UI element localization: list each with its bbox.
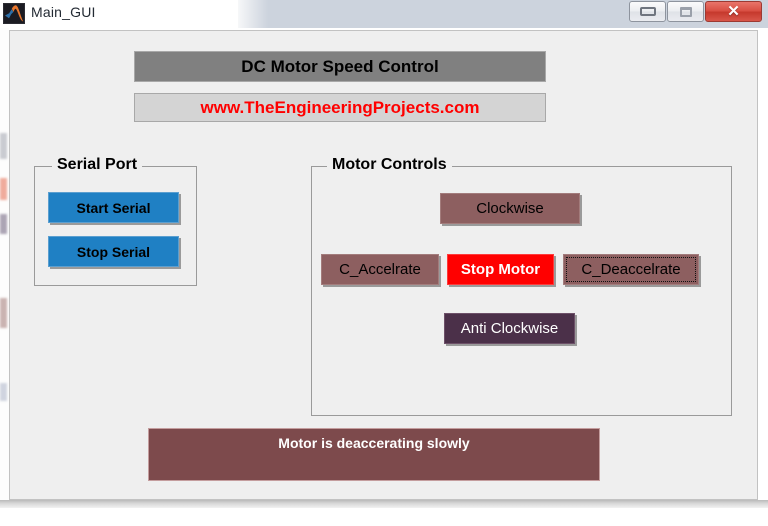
edge-artifact [0, 298, 7, 328]
minimize-icon [640, 7, 656, 16]
clockwise-button[interactable]: Clockwise [440, 193, 580, 224]
edge-artifact [0, 383, 7, 401]
motor-controls-panel-title: Motor Controls [327, 156, 452, 174]
stop-motor-label: Stop Motor [460, 261, 541, 278]
close-button[interactable]: ✕ [705, 1, 762, 22]
title-bar: Main_GUI ✕ [0, 0, 768, 28]
deaccelerate-button[interactable]: C_Deaccelrate [563, 254, 699, 285]
stop-serial-button[interactable]: Stop Serial [48, 236, 179, 267]
deaccelerate-label: C_Deaccelrate [581, 261, 681, 278]
window-bottom-strip [0, 508, 768, 526]
stop-motor-button[interactable]: Stop Motor [447, 254, 554, 285]
page-title-banner: DC Motor Speed Control [134, 51, 546, 82]
start-serial-button[interactable]: Start Serial [48, 192, 179, 223]
serial-port-panel: Serial Port [34, 156, 197, 286]
website-banner: www.TheEngineeringProjects.com [134, 93, 546, 122]
accelerate-button[interactable]: C_Accelrate [321, 254, 439, 285]
serial-port-panel-title: Serial Port [52, 156, 143, 174]
start-serial-label: Start Serial [76, 199, 151, 216]
accelerate-label: C_Accelrate [339, 261, 421, 278]
close-icon: ✕ [727, 3, 740, 20]
matlab-logo-svg [5, 5, 24, 22]
anti-clockwise-button[interactable]: Anti Clockwise [444, 313, 575, 344]
clockwise-label: Clockwise [476, 200, 544, 217]
edge-artifact [0, 214, 7, 234]
window-bottom-shadow [0, 500, 768, 508]
edge-artifact [0, 133, 7, 159]
title-bar-left-area [0, 0, 238, 28]
stop-serial-label: Stop Serial [76, 243, 151, 260]
matlab-membrane-icon [3, 3, 25, 24]
edge-artifact [0, 178, 7, 200]
maximize-button[interactable] [667, 1, 704, 22]
motor-controls-panel: Motor Controls [311, 156, 732, 416]
anti-clockwise-label: Anti Clockwise [460, 320, 559, 337]
window-left-edge [0, 28, 9, 508]
status-message-box: Motor is deaccerating slowly [148, 428, 600, 481]
maximize-icon [680, 7, 692, 17]
window-title: Main_GUI [31, 4, 96, 20]
minimize-button[interactable] [629, 1, 666, 22]
